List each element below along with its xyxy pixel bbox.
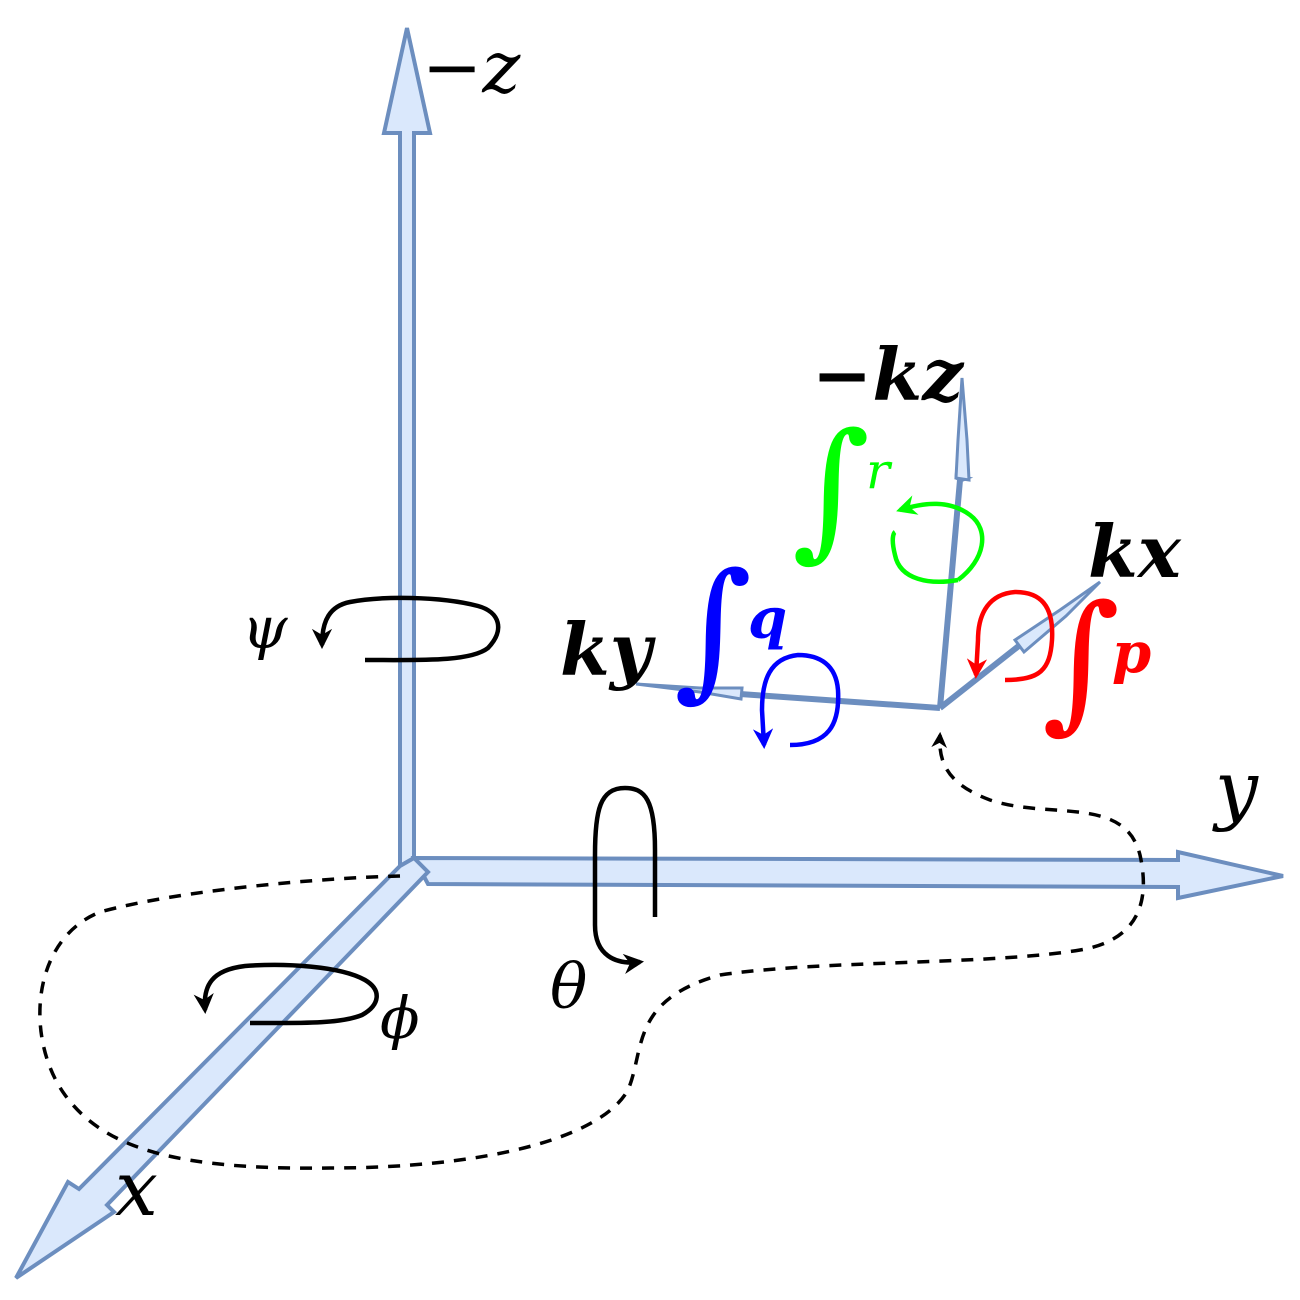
neg-kz-axis-label: −kz xyxy=(812,332,965,417)
theta-label: θ xyxy=(550,950,587,1023)
p-label: p xyxy=(1112,620,1151,686)
q-integral-symbol: ∫ xyxy=(674,542,752,716)
psi-rotation-arrow xyxy=(311,595,501,663)
y-axis-label: y xyxy=(1212,744,1259,833)
r-integral-symbol: ∫ xyxy=(792,402,870,576)
theta-rotation-arrow xyxy=(592,785,658,974)
psi-label: ψ xyxy=(242,594,288,662)
p-integral-symbol: ∫ xyxy=(1042,574,1120,748)
p-rotation-arrow xyxy=(966,589,1055,683)
x-axis-label: x xyxy=(115,1144,158,1233)
body-frame xyxy=(635,377,1102,711)
r-rotation-arrow xyxy=(893,504,985,584)
phi-rotation-arrow xyxy=(193,962,379,1026)
trajectory-dashed-path xyxy=(38,731,1146,1170)
r-label: r xyxy=(866,442,893,500)
y-axis-arrow xyxy=(410,849,1284,901)
kx-axis-label: kx xyxy=(1088,509,1182,594)
x-axis-arrow xyxy=(14,855,431,1280)
ky-axis-label: ky xyxy=(560,607,656,692)
q-label: q xyxy=(748,586,787,652)
neg-z-axis-label: −z xyxy=(422,25,521,109)
neg-kz-axis-arrow xyxy=(937,377,974,709)
q-rotation-arrow xyxy=(752,652,841,750)
neg-z-axis-arrow xyxy=(381,27,433,870)
phi-label: ϕ xyxy=(380,984,420,1052)
